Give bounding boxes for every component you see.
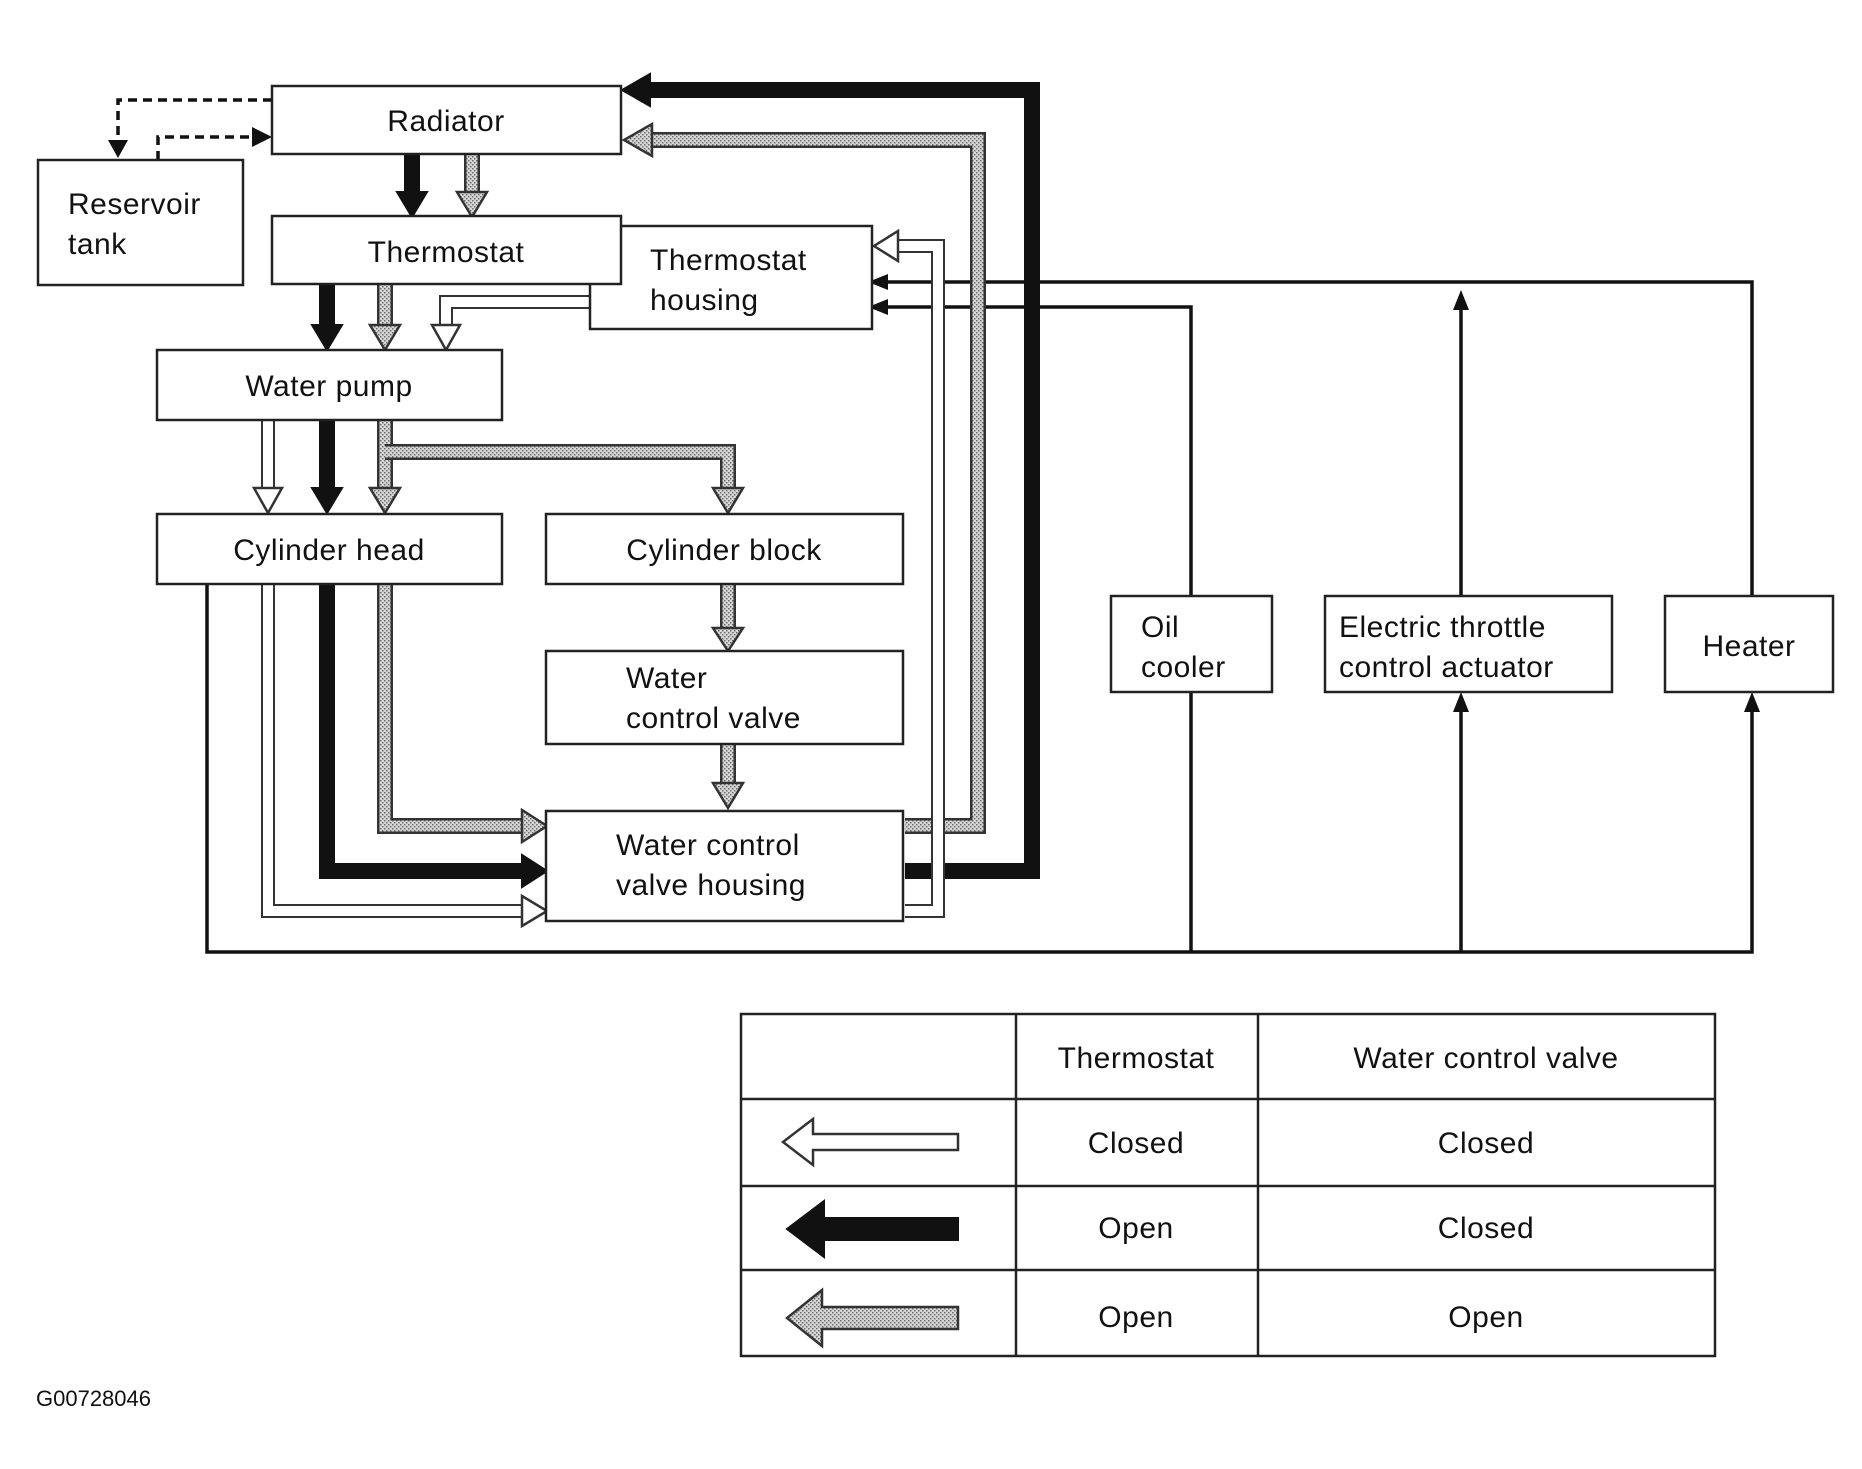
- thermostat-housing-box: [588, 224, 874, 331]
- arrowhead-actuator-up: [1453, 290, 1469, 310]
- water-control-valve-box: [544, 649, 905, 746]
- legend-row2-wcv: Closed: [1438, 1212, 1534, 1245]
- electric-throttle-control-actuator-label-2: control actuator: [1339, 651, 1554, 684]
- black-head-to-wcv-housing: [319, 585, 522, 879]
- thermostat-housing-label-1: Thermostat: [650, 244, 807, 277]
- legend-row1-thermostat: Closed: [1088, 1127, 1184, 1160]
- legend-row1-wcv: Closed: [1438, 1127, 1534, 1160]
- electric-throttle-control-actuator-label-1: Electric throttle: [1339, 611, 1546, 644]
- arrowhead-to-reservoir: [108, 140, 128, 158]
- oil-cooler-label-1: Oil: [1141, 611, 1179, 644]
- figure-code: G00728046: [36, 1386, 151, 1411]
- legend-arrow-gray: [784, 1287, 960, 1349]
- legend-arrow-white: [780, 1116, 960, 1168]
- reservoir-tank-label-2: tank: [68, 228, 127, 261]
- black-wcv-housing-to-radiator: [650, 82, 1040, 879]
- radiator-to-reservoir-dashed: [116, 98, 272, 140]
- black-head-5: [619, 72, 651, 108]
- reservoir-tank-box: [36, 158, 245, 287]
- gray-flow: [367, 121, 986, 845]
- water-control-valve-housing-box: [544, 809, 905, 923]
- water-control-valve-label-2: control valve: [626, 702, 801, 735]
- legend-arrow-black: [785, 1198, 959, 1260]
- reservoir-to-radiator-dashed: [156, 135, 252, 160]
- water-control-valve-housing-label-2: valve housing: [616, 869, 806, 902]
- reservoir-tank-label-1: Reservoir: [68, 188, 201, 221]
- legend-header-thermostat: Thermostat: [1058, 1042, 1215, 1075]
- arrowhead-to-actuator: [1453, 692, 1469, 712]
- thermostat-label: Thermostat: [368, 236, 525, 269]
- black-head-3: [310, 487, 344, 515]
- legend-row3-thermostat: Open: [1098, 1301, 1173, 1334]
- black-head-1: [395, 191, 429, 219]
- flow-arrows: [108, 72, 1760, 954]
- black-head-2: [310, 324, 344, 352]
- oil-cooler-label-2: cooler: [1141, 651, 1226, 684]
- black-head-4: [521, 853, 549, 889]
- legend-table: Thermostat Water control valve Closed Cl…: [739, 1012, 1717, 1358]
- thin-return-line: [205, 580, 1754, 954]
- cylinder-block-box: [544, 512, 905, 586]
- thermostat-box: [270, 214, 623, 286]
- heater-label: Heater: [1702, 630, 1795, 663]
- water-pump-label: Water pump: [245, 370, 412, 403]
- water-control-valve-housing-label-1: Water control: [616, 829, 800, 862]
- radiator-label: Radiator: [387, 105, 504, 138]
- radiator-box: [270, 84, 623, 156]
- arrowhead-to-radiator: [252, 127, 272, 147]
- water-pump-box: [155, 348, 504, 422]
- cylinder-block-label: Cylinder block: [626, 534, 822, 567]
- oil-cooler-to-housing-line: [888, 305, 1193, 596]
- legend-row3-wcv: Open: [1448, 1301, 1523, 1334]
- arrowhead-oil-cooler-to-housing: [868, 299, 888, 315]
- arrowhead-to-heater: [1744, 692, 1760, 712]
- oil-cooler-box: [1109, 594, 1274, 694]
- water-control-valve-label-1: Water: [626, 662, 707, 695]
- cylinder-head-label: Cylinder head: [233, 534, 425, 567]
- legend-row2-thermostat: Open: [1098, 1212, 1173, 1245]
- white-flow: [251, 228, 945, 929]
- component-boxes: Radiator Reservoir tank Thermostat housi…: [36, 84, 1835, 923]
- thermostat-housing-label-2: housing: [650, 284, 759, 317]
- arrowhead-heater-to-housing: [868, 274, 888, 290]
- legend-header-water-control-valve: Water control valve: [1353, 1042, 1618, 1075]
- heater-box: [1663, 594, 1835, 694]
- cylinder-head-box: [155, 512, 504, 586]
- electric-throttle-control-actuator-box: [1323, 594, 1614, 694]
- heater-to-thermostat-housing-line: [888, 280, 1754, 596]
